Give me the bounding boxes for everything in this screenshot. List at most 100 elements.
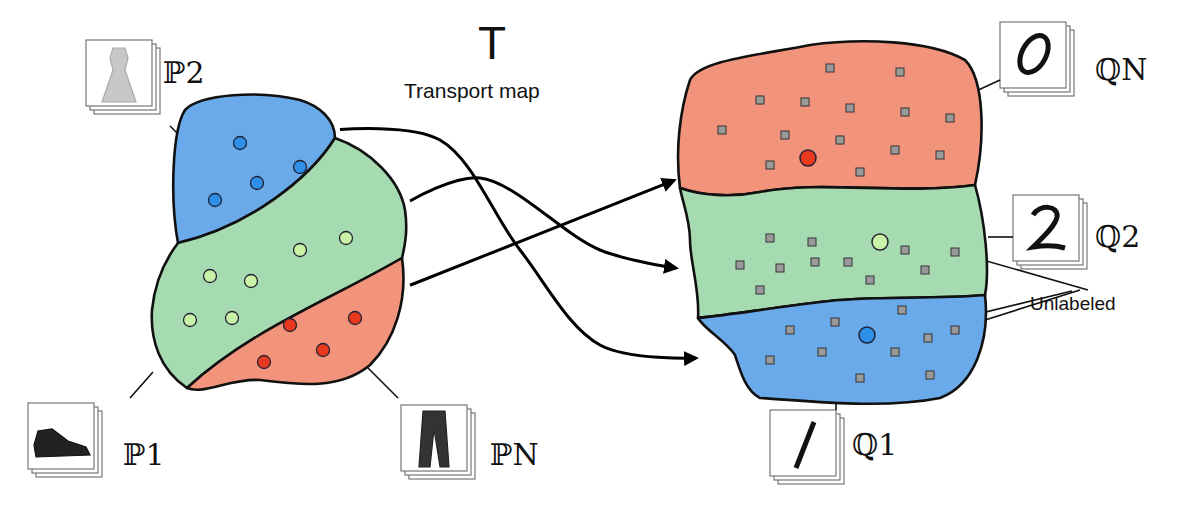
unlabeled-sample: [856, 374, 864, 382]
transport-arrow: [410, 180, 674, 285]
labeled-sample: [251, 177, 264, 190]
unlabeled-sample: [951, 326, 959, 334]
unlabeled-sample: [781, 131, 789, 139]
labeled-sample: [294, 161, 307, 174]
class-region: ℚ2: [676, 178, 992, 322]
thumbnail-stack-part: [34, 429, 90, 457]
distribution-label: ℙN: [490, 440, 539, 470]
unlabeled-sample: [856, 168, 864, 176]
unlabeled-sample: [811, 258, 819, 266]
thumbnail-stack: [86, 40, 160, 114]
diagram-label: Transport map: [404, 80, 540, 101]
unlabeled-sample: [766, 356, 774, 364]
unlabeled-sample: [786, 326, 794, 334]
labeled-sample: [859, 327, 875, 343]
unlabeled-sample: [808, 238, 816, 246]
distribution-label: ℙ1: [123, 440, 165, 470]
thumbnail-stack-part: [1004, 26, 1070, 92]
leader-lines: [130, 80, 1088, 410]
thumbnail-stack-part: [94, 48, 160, 114]
unlabeled-sample: [951, 248, 959, 256]
thumbnail-stack-part: [1017, 199, 1083, 265]
labeled-sample: [294, 244, 307, 257]
thumbnail-stack-part: [778, 418, 844, 484]
region-outline: [148, 134, 410, 392]
labeled-sample: [872, 234, 888, 250]
unlabeled-sample: [844, 258, 852, 266]
region-shape: [152, 138, 406, 388]
region-shape: [680, 185, 987, 318]
leader-lines-part: [130, 372, 153, 398]
sample-group: [800, 150, 888, 343]
labeled-sample: [204, 270, 217, 283]
leader-lines-part: [366, 366, 398, 398]
unlabeled-sample: [766, 161, 774, 169]
unlabeled-sample: [846, 104, 854, 112]
thumbnail-stack-part: [86, 40, 152, 106]
diagram-label: Unlabeled: [1030, 294, 1116, 313]
leader-lines-part: [170, 126, 186, 142]
unlabeled-sample: [898, 306, 906, 314]
unlabeled-sample: [736, 261, 744, 269]
unlabeled-sample: [826, 64, 834, 72]
unlabeled-sample: [891, 348, 899, 356]
unlabeled-sample: [818, 348, 826, 356]
thumbnail-stack: [1000, 22, 1074, 96]
sample-group: [184, 232, 353, 327]
class-region: ℙN: [184, 254, 410, 396]
labeled-sample: [284, 319, 297, 332]
class-region: ℙ1: [148, 134, 410, 392]
thumbnail-stack-part: [36, 411, 102, 477]
transport-arrow: [410, 178, 676, 268]
leader-lines-part: [955, 252, 1088, 290]
labeled-sample: [226, 312, 239, 325]
labeled-sample: [317, 344, 330, 357]
distribution-label: ℚ1: [852, 430, 897, 460]
unlabeled-sample: [801, 98, 809, 106]
leader-lines-part: [974, 80, 1000, 92]
sample-group: [209, 137, 307, 207]
unlabeled-sample: [756, 96, 764, 104]
thumbnail-stack-part: [1000, 22, 1066, 88]
thumbnail-stack-part: [1014, 31, 1054, 78]
leader-lines-part: [835, 401, 837, 410]
distribution-label: ℚ2: [1095, 222, 1140, 252]
unlabeled-sample: [766, 234, 774, 242]
labeled-sample: [258, 356, 271, 369]
region-outline: [184, 254, 410, 396]
labeled-sample: [349, 312, 362, 325]
thumbnail-stack: [1013, 195, 1087, 269]
unlabeled-sample: [936, 151, 944, 159]
labeled-sample: [209, 194, 222, 207]
labeled-sample: [800, 150, 816, 166]
unlabeled-sample: [866, 276, 874, 284]
sample-group: [718, 64, 959, 382]
region-outline: [696, 292, 992, 408]
unlabeled-sample: [926, 371, 934, 379]
unlabeled-sample: [836, 136, 844, 144]
sample-group: [258, 312, 362, 369]
thumbnail-stack-part: [102, 48, 136, 102]
thumbnail-stack-part: [770, 410, 836, 476]
thumbnail-stack-part: [419, 411, 449, 467]
diagram-label: T: [478, 20, 506, 66]
labeled-sample: [245, 275, 258, 288]
distribution-label: ℙ2: [163, 58, 205, 88]
class-region: ℚ1: [696, 292, 992, 408]
unlabeled-sample: [891, 146, 899, 154]
unlabeled-sample: [901, 246, 909, 254]
unlabeled-sample: [776, 264, 784, 272]
region-shape: [678, 41, 982, 195]
labeled-sample: [184, 314, 197, 327]
thumbnail-stack-part: [28, 403, 94, 469]
thumbnail-stack-part: [401, 405, 467, 471]
unlabeled-sample: [756, 286, 764, 294]
thumbnail-stack-part: [796, 422, 814, 468]
thumbnail-stack-part: [1033, 207, 1065, 248]
